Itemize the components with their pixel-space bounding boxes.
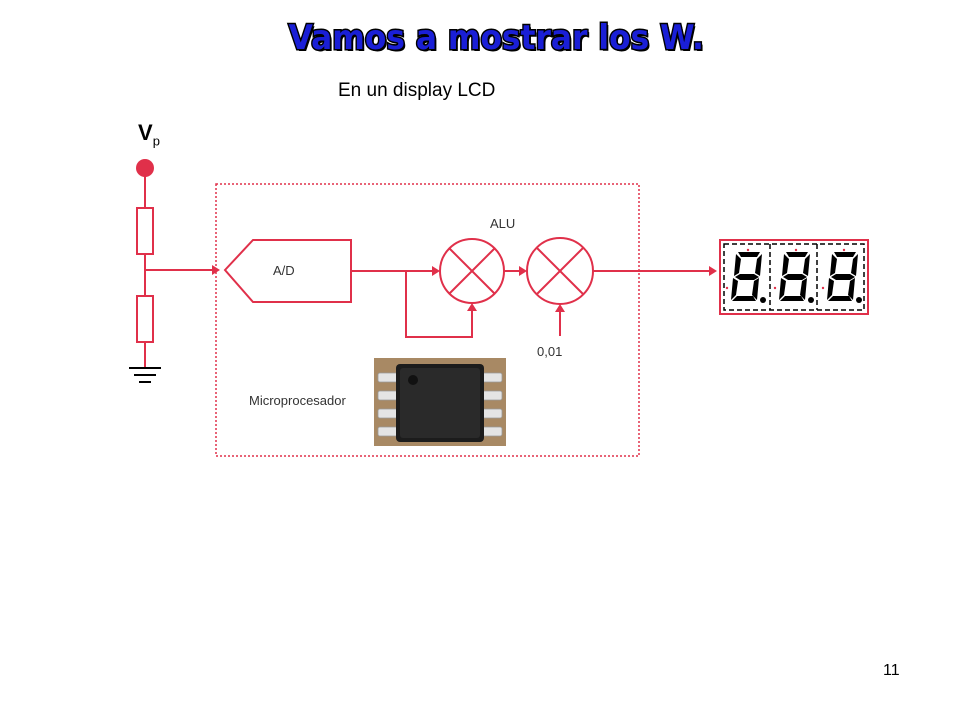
page-number: 11 <box>883 662 900 679</box>
ground-icon <box>129 367 161 383</box>
arrow-to-mult2 <box>519 266 527 276</box>
title-text: Vamos a mostrar los W. <box>287 17 705 60</box>
vp-label-sub: p <box>152 133 160 149</box>
microprocessor-box <box>215 183 640 457</box>
alu-label: ALU <box>490 216 516 231</box>
arrow-to-mult1 <box>432 266 440 276</box>
vp-label: Vp <box>138 120 160 148</box>
wire-feedback-loop <box>405 271 473 338</box>
multiplier-2-icon <box>526 237 594 305</box>
arrow-constant <box>555 304 565 312</box>
ic-chip-icon <box>374 358 506 446</box>
seven-segment-display-icon <box>719 239 869 315</box>
ad-label: A/D <box>273 263 295 278</box>
voltage-source-dot <box>136 159 154 177</box>
constant-label: 0,01 <box>537 344 563 359</box>
slide-subtitle: En un display LCD <box>338 80 496 101</box>
multiplier-1-icon <box>439 238 505 304</box>
vp-label-main: V <box>138 120 153 145</box>
resistor-bottom <box>136 295 154 343</box>
arrow-feedback <box>467 303 477 311</box>
resistor-top <box>136 207 154 255</box>
arrow-to-display <box>709 266 717 276</box>
microprocessor-label: Microprocesador <box>249 393 346 408</box>
slide-title: Vamos a mostrar los W. <box>0 17 960 60</box>
